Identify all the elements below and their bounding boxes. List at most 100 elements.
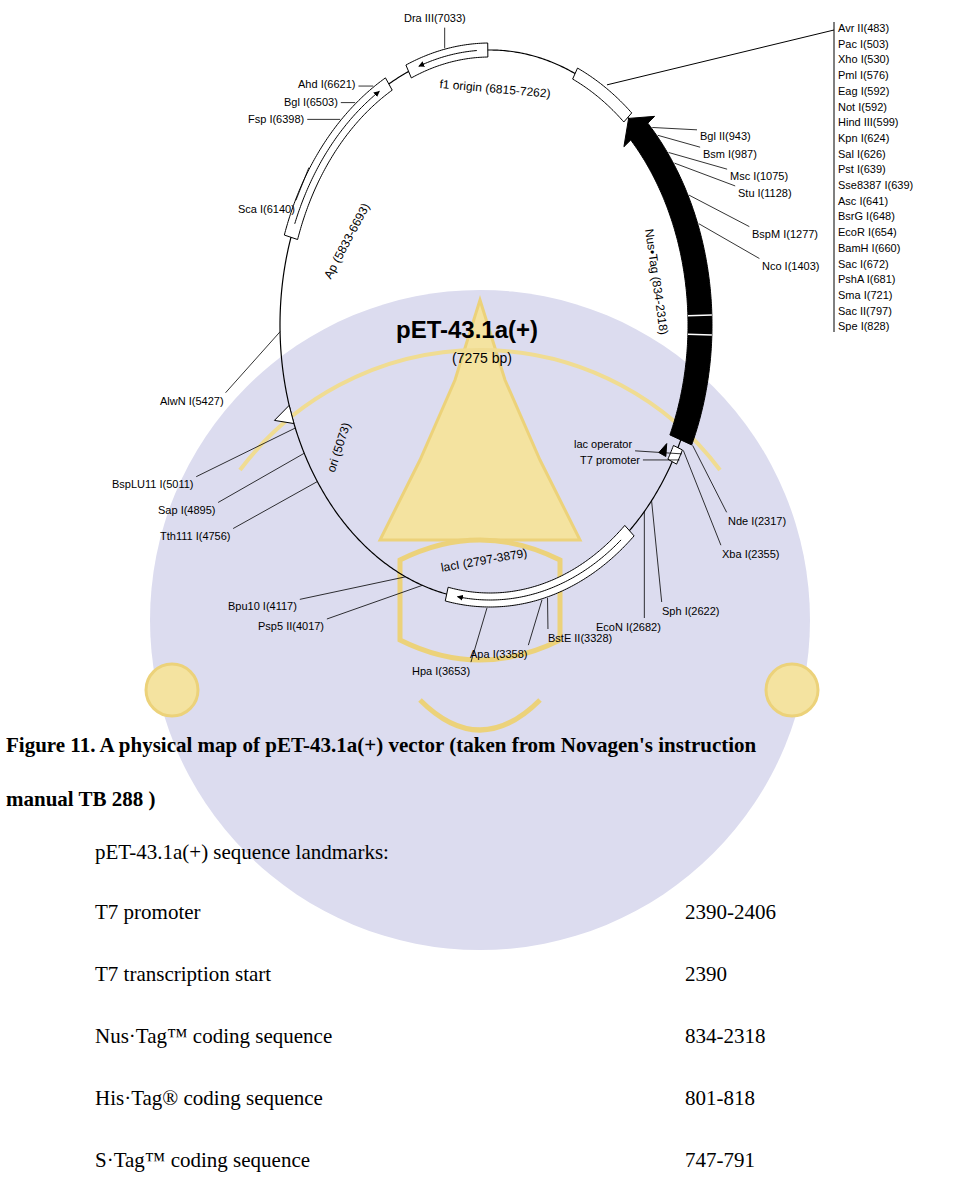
feature-band [624,116,712,445]
figure-caption: Figure 11. A physical map of pET-43.1a(+… [6,718,826,826]
label-holder: Bpu10 I(4117) [228,600,297,613]
label-holder: Pst I(639) [838,163,886,176]
site-label: Psp5 II(4017) [258,620,324,633]
site-label: Hind III(599) [838,116,899,129]
label-holder: His·Tag® coding sequence [95,1086,323,1110]
site-label: Pml I(576) [838,69,889,82]
watermark-crown [380,300,580,540]
label-holder: f1 origin (6815-7262) [439,78,551,101]
label-holder: T7 promoter [580,454,640,467]
leader-line [643,459,680,460]
leader-line [644,511,645,618]
site-label: Sph I(2622) [662,605,719,618]
site-label: lac operator [574,438,632,451]
label-holder: Bsm I(987) [703,148,757,161]
label-holder: AlwN I(5427) [160,395,224,408]
label-holder: BamH I(660) [838,242,900,255]
site-label: Bgl II(943) [700,130,751,143]
site-label: Ahd I(6621) [298,78,355,91]
label-holder: Hind III(599) [838,116,899,129]
site-label: Kpn I(624) [838,132,889,145]
site-label: Fsp I(6398) [248,113,304,126]
watermark-flower [146,664,198,716]
site-label: Sac II(797) [838,305,892,318]
landmark-text: His·Tag® coding sequence [95,1086,323,1110]
site-label: Avr II(483) [838,22,889,35]
label-holder: Avr II(483) [838,22,889,35]
leader-line [607,30,834,85]
leader-line [296,168,309,201]
label-holder: PshA I(681) [838,273,895,286]
tag-stripe [688,333,712,335]
label-holder: BspLU11 I(5011) [112,478,194,491]
map-title: (7275 bp) [452,350,512,366]
site-label: Bsm I(987) [703,148,757,161]
label-holder: EcoN I(2682) [596,621,661,634]
label-holder: Nus·Tag™ coding sequence [95,1024,332,1048]
site-label: Nco I(1403) [762,260,819,273]
leader-line [699,224,760,259]
landmark-text: S·Tag™ coding sequence [95,1148,310,1172]
site-label: Xho I(530) [838,53,889,66]
label-holder: Sca I(6140) [238,203,295,216]
label-holder: Stu I(1128) [738,187,792,200]
watermark-flower [766,664,818,716]
site-label: T7 promoter [580,454,640,467]
direction-arrow [458,540,622,600]
feature-band [573,68,632,122]
landmark-text: pET-43.1a(+) sequence landmarks: [95,840,389,864]
label-holder: Bgl I(6503) [284,96,338,109]
landmark-text: 2390-2406 [685,900,776,924]
site-label: BspLU11 I(5011) [112,478,194,491]
label-holder: Sal I(626) [838,148,886,161]
landmark-text: Nus·Tag™ coding sequence [95,1024,332,1048]
leader-line [693,445,727,512]
leader-line [683,450,721,545]
site-label: Hpa I(3653) [412,665,470,678]
site-label: Xba I(2355) [722,548,779,561]
landmark-text: 801-818 [685,1086,755,1110]
leader-line [674,163,735,186]
label-holder: Pml I(576) [838,69,889,82]
site-label: Nde I(2317) [728,515,786,528]
label-holder: Sac I(672) [838,258,889,271]
site-label: AlwN I(5427) [160,395,224,408]
site-label: Sap I(4895) [158,504,215,517]
site-label: Sal I(626) [838,148,886,161]
leader-line [689,195,749,226]
feature-label: Nus•Tag (834-2318) [641,228,670,336]
site-label: Sse8387 I(639) [838,179,913,192]
site-label: Eag I(592) [838,85,889,98]
label-holder: Nde I(2317) [728,515,786,528]
landmark-text: T7 promoter [95,900,201,924]
label-holder: T7 promoter [95,900,201,924]
leader-line [528,600,542,645]
leader-line [444,28,445,49]
caption-holder: Figure 11. A physical map of pET-43.1a(+… [6,718,826,826]
label-holder: Bgl II(943) [700,130,751,143]
leader-line [233,482,317,529]
label-holder: Psp5 II(4017) [258,620,324,633]
watermark-arc [240,350,720,470]
leader-line [218,453,304,502]
label-holder: BsrG I(648) [838,210,895,223]
label-holder: T7 transcription start [95,962,271,986]
label-holder: (7275 bp) [452,350,512,366]
feature-band [284,78,392,240]
direction-arrow [419,51,477,67]
label-holder: Xho I(530) [838,53,889,66]
label-holder: 2390 [685,962,727,986]
site-label: Bpu10 I(4117) [228,600,297,613]
landmark-text: 834-2318 [685,1024,766,1048]
label-holder: Xba I(2355) [722,548,779,561]
site-label: Pst I(639) [838,163,886,176]
label-holder: lac operator [574,438,632,451]
leader-line [196,428,295,477]
label-holder: Hpa I(3653) [412,665,470,678]
label-holder: Apa I(3358) [470,648,527,661]
tag-stripe [688,314,712,316]
site-label: Bgl I(6503) [284,96,338,109]
label-holder: 747-791 [685,1148,755,1172]
